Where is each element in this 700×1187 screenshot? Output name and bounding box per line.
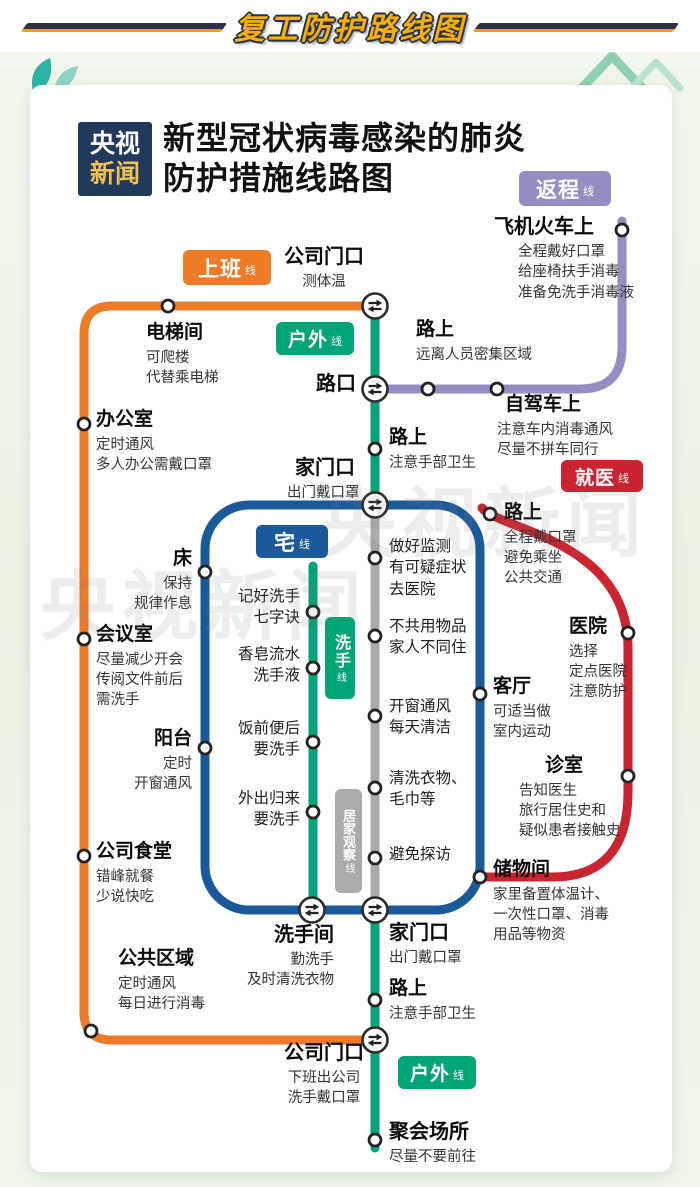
station-balcony: 阳台 定时 开窗通风 [134, 728, 192, 793]
logo-text-top: 央视 [89, 129, 140, 158]
transfer-icon-washroom [298, 896, 326, 924]
station-dot-clinic [620, 768, 636, 784]
station-dot-handwash-1 [305, 604, 321, 620]
decorative-bar-left [20, 23, 228, 32]
line-badge-jiuyi: 就医线 [561, 460, 643, 492]
station-observe-tip1: 做好监测 有可疑症状 去医院 [389, 538, 467, 598]
station-dot-road-out-bottom [367, 992, 383, 1008]
station-dot-gathering [367, 1132, 383, 1148]
map-heading-line2: 防护措施线路图 [163, 159, 395, 196]
mountain-icon [626, 58, 684, 94]
station-dot-road-return [420, 381, 436, 397]
map-heading-line1: 新型冠状病毒感染的肺炎 [163, 120, 527, 156]
station-hospital: 医院 选择 定点医院 注意防护 [569, 616, 627, 701]
station-public-area: 公共区域 定时通风 每日进行消毒 [118, 948, 205, 1013]
station-dot-observe-4 [367, 780, 383, 796]
station-dot-observe-5 [367, 850, 383, 866]
station-dot-public-area [83, 1023, 99, 1039]
line-badge-jujia-guancha: 居家观察线 [335, 789, 362, 893]
line-jiuyi [477, 503, 633, 882]
station-handwash-tip1: 记好洗手 七字诀 [237, 588, 300, 627]
line-badge-xishou: 洗手线 [325, 617, 355, 699]
station-observe-tip2: 不共用物品 家人不同住 [389, 618, 467, 657]
station-road-medical: 路上 全程戴口罩 避免乘坐 公共交通 [504, 502, 577, 587]
station-company-gate-bottom: 公司门口 下班出公司 洗手戴口罩 [284, 1042, 364, 1107]
station-company-gate-top: 公司门口 测体温 [284, 246, 364, 290]
cctv-news-logo: 央视 新闻 [78, 122, 152, 196]
line-badge-huwai-bottom: 户外线 [398, 1056, 476, 1089]
station-handwash-tip4: 外出归来 要洗手 [237, 790, 300, 829]
station-dot-observe-3 [367, 708, 383, 724]
station-dot-handwash-2 [305, 660, 321, 676]
line-zhai [200, 500, 485, 915]
line-shangban [79, 301, 380, 1045]
transfer-icon-company-gate-top [361, 292, 389, 320]
line-badge-fancheng: 返程线 [519, 171, 611, 206]
line-badge-shangban: 上班线 [183, 250, 271, 285]
station-dot-canteen [76, 848, 92, 864]
line-badge-zhai: 宅线 [256, 525, 328, 558]
station-crossing: 路口 [316, 373, 356, 395]
station-meeting-room: 会议室 尽量减少开会 传阅文件前后 需洗手 [96, 624, 183, 709]
map-heading: 新型冠状病毒感染的肺炎 防护措施线路图 [163, 119, 526, 198]
logo-text-bottom: 新闻 [89, 160, 140, 188]
station-canteen: 公司食堂 错峰就餐 少说快吃 [96, 841, 173, 906]
station-washroom: 洗手间 勤洗手 及时清洗衣物 [247, 924, 334, 989]
station-handwash-tip2: 香皂流水 洗手液 [237, 646, 300, 685]
station-home-gate-bottom: 家门口 出门戴口罩 [389, 922, 462, 966]
station-dot-observe-1 [367, 550, 383, 566]
page-header: 复工防护路线图 [0, 0, 700, 52]
station-dot-road-medical [482, 506, 498, 522]
decorative-bar-right [472, 23, 680, 32]
station-plane-train: 飞机火车上 全程戴好口罩 给座椅扶手消毒 准备免洗手消毒液 [494, 216, 634, 301]
station-dot-handwash-4 [305, 804, 321, 820]
station-office: 办公室 定时通风 多人办公需戴口罩 [96, 409, 212, 474]
station-dot-handwash-3 [305, 734, 321, 750]
transfer-icon-home-gate-top [361, 491, 389, 519]
station-dot-observe-2 [367, 628, 383, 644]
station-dot-road-out-top [367, 441, 383, 457]
page-title: 复工防护路线图 [234, 13, 466, 46]
station-bed: 床 保持 规律作息 [134, 548, 192, 613]
station-road-out-top: 路上 注意手部卫生 [389, 427, 476, 471]
station-home-gate-top: 家门口 出门戴口罩 [287, 457, 360, 501]
station-observe-tip5: 避免探访 [389, 846, 452, 863]
station-dot-living-room [472, 686, 488, 702]
station-self-drive: 自驾车上 注意车内消毒通风 尽量不拼车同行 [497, 394, 613, 459]
station-elevator: 电梯间 可爬楼 代替乘电梯 [146, 322, 219, 387]
station-storage-room: 储物间 家里备置体温计、 一次性口罩、消毒 用品等物资 [493, 859, 609, 944]
line-fancheng [370, 216, 627, 394]
station-dot-meeting-room [76, 631, 92, 647]
station-observe-tip3: 开窗通风 每天清洁 [389, 698, 452, 737]
station-dot-storage-room [472, 869, 488, 885]
station-handwash-tip3: 饭前便后 要洗手 [237, 720, 300, 759]
station-observe-tip4: 清洗衣物、 毛巾等 [389, 770, 467, 809]
station-clinic: 诊室 告知医生 旅行居住史和 疑似患者接触史 [519, 755, 621, 840]
transfer-icon-home-gate-bottom [361, 896, 389, 924]
transfer-icon-crossing [361, 375, 389, 403]
station-dot-office [76, 416, 92, 432]
station-road-return: 路上 远离人员密集区域 [416, 319, 532, 363]
station-gathering: 聚会场所 尽量不要前往 [389, 1121, 476, 1165]
station-road-out-bottom: 路上 注意手部卫生 [389, 978, 476, 1022]
station-living-room: 客厅 可适当做 室内运动 [493, 676, 551, 741]
station-dot-bed [197, 564, 213, 580]
line-badge-huwai-top: 户外线 [276, 322, 354, 355]
station-dot-elevator [160, 298, 176, 314]
